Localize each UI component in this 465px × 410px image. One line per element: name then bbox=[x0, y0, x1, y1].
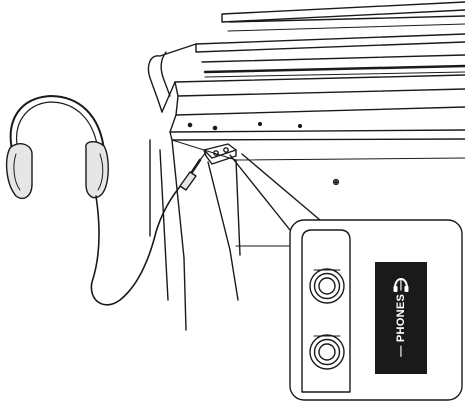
phones-label-text: — PHONES — bbox=[395, 279, 407, 357]
headphones-illustration bbox=[7, 96, 206, 305]
phones-label-plate: — PHONES — bbox=[375, 262, 427, 374]
zoom-callout-lines bbox=[230, 154, 320, 230]
